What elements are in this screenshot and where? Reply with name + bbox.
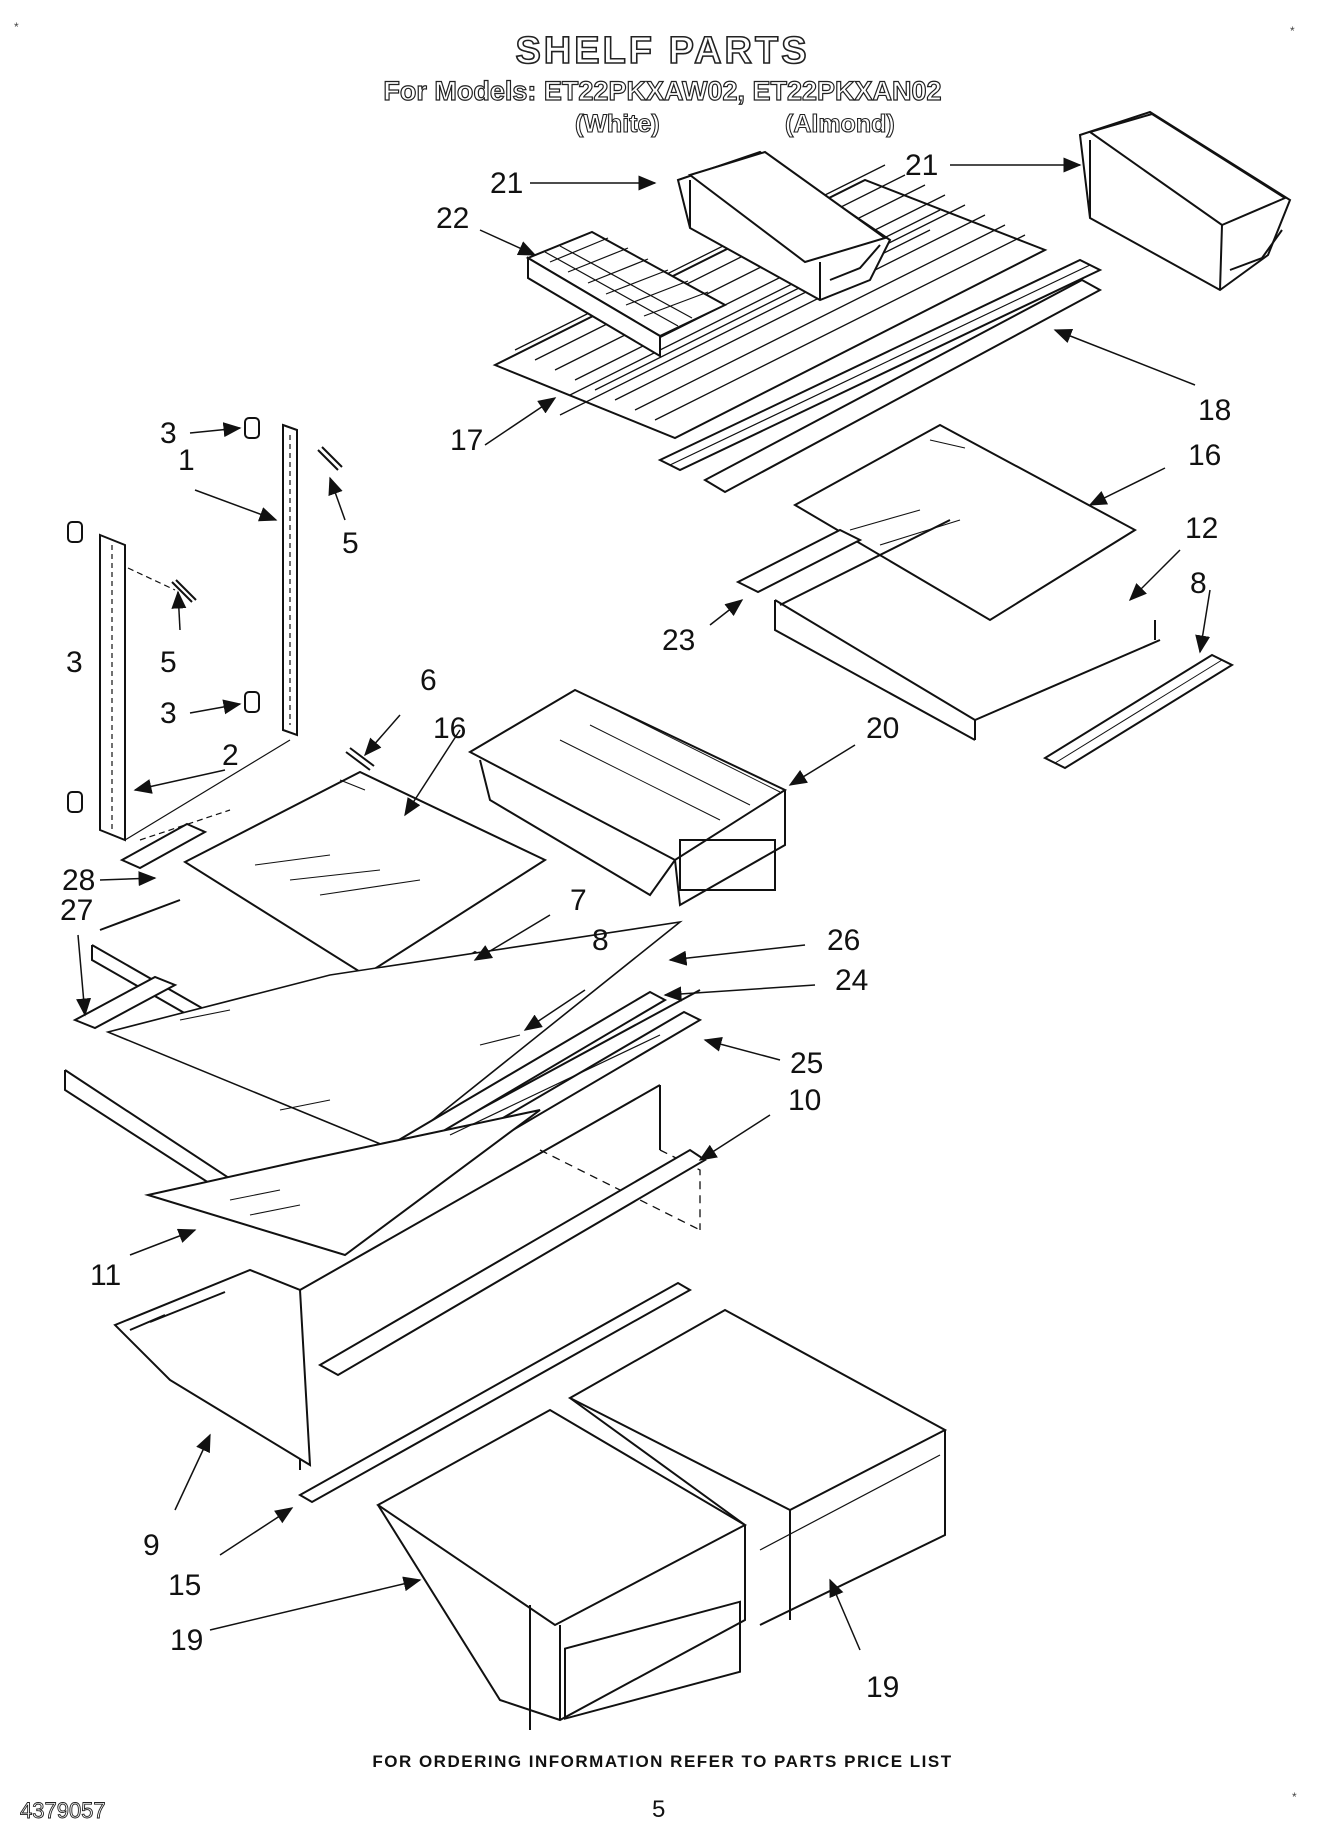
crisper-tray (113, 1268, 312, 1467)
callout-18: 18 (1198, 394, 1231, 427)
finish-white-label: (White) (574, 109, 660, 138)
corner-mark: * (14, 20, 19, 34)
callout-21-left: 21 (490, 167, 523, 200)
meat-pan-drawer (467, 688, 788, 907)
rail-clips (67, 417, 260, 813)
callout-5-right: 5 (342, 527, 359, 560)
page-title: SHELF PARTS (515, 29, 810, 73)
callout-3-top: 3 (160, 417, 177, 450)
callout-26: 26 (827, 924, 860, 957)
rail-screws (171, 446, 375, 771)
crisper-cover (144, 1109, 541, 1257)
ordering-note: FOR ORDERING INFORMATION REFER TO PARTS … (372, 1752, 953, 1771)
shelf-end-27-28 (72, 822, 208, 1030)
callout-16-upper: 16 (1188, 439, 1221, 472)
callout-3-left: 3 (66, 646, 83, 679)
callout-8-middle: 8 (592, 924, 609, 957)
callout-17: 17 (450, 424, 483, 457)
corner-mark: * (1290, 24, 1295, 38)
callout-9: 9 (143, 1529, 160, 1562)
callout-15: 15 (168, 1569, 201, 1602)
finish-almond-label: (Almond) (784, 109, 895, 138)
callout-1: 1 (178, 444, 195, 477)
callout-24: 24 (835, 964, 868, 997)
glass-shelf-upper (792, 423, 1137, 622)
callout-5-left: 5 (160, 646, 177, 679)
callout-25: 25 (790, 1047, 823, 1080)
callout-12: 12 (1185, 512, 1218, 545)
callout-28: 28 (62, 864, 95, 897)
crisper-rail-15 (297, 1281, 693, 1504)
callout-3-bottom: 3 (160, 697, 177, 730)
callout-8-right: 8 (1190, 567, 1207, 600)
callout-10: 10 (788, 1084, 821, 1117)
corner-mark: * (1292, 1790, 1297, 1804)
callout-20: 20 (866, 712, 899, 745)
callout-labels: 1 2 3 3 3 5 5 6 7 8 8 9 10 11 12 15 16 1… (60, 149, 1231, 1704)
door-bin-left (676, 150, 892, 302)
callout-11: 11 (90, 1259, 121, 1292)
crisper-drawer-right (567, 1308, 948, 1626)
callout-19-left: 19 (170, 1624, 203, 1657)
callout-6: 6 (420, 664, 437, 697)
ladder-rail-2 (99, 533, 126, 842)
callout-23: 23 (662, 624, 695, 657)
callout-19-right: 19 (866, 1671, 899, 1704)
callout-7: 7 (570, 884, 587, 917)
page-number: 5 (652, 1796, 666, 1823)
ladder-rail-1 (282, 423, 298, 737)
model-numbers: For Models: ET22PKXAW02, ET22PKXAN02 (383, 75, 942, 106)
glass-shelf-middle (182, 770, 548, 977)
shelf-trim-8-right (1042, 653, 1235, 770)
door-bin-right (1078, 110, 1292, 292)
document-number: 4379057 (20, 1798, 107, 1824)
callout-22: 22 (436, 202, 469, 235)
ice-cube-tray (525, 230, 728, 358)
glass-shelf-26 (105, 920, 683, 1151)
callout-21-right: 21 (905, 149, 938, 182)
callout-27: 27 (60, 894, 93, 927)
callout-16-middle: 16 (433, 712, 466, 745)
shelf-frame-12 (774, 519, 1161, 741)
shelf-rail (657, 258, 1103, 494)
callout-2: 2 (222, 739, 239, 772)
shelf-support-23 (735, 528, 863, 594)
